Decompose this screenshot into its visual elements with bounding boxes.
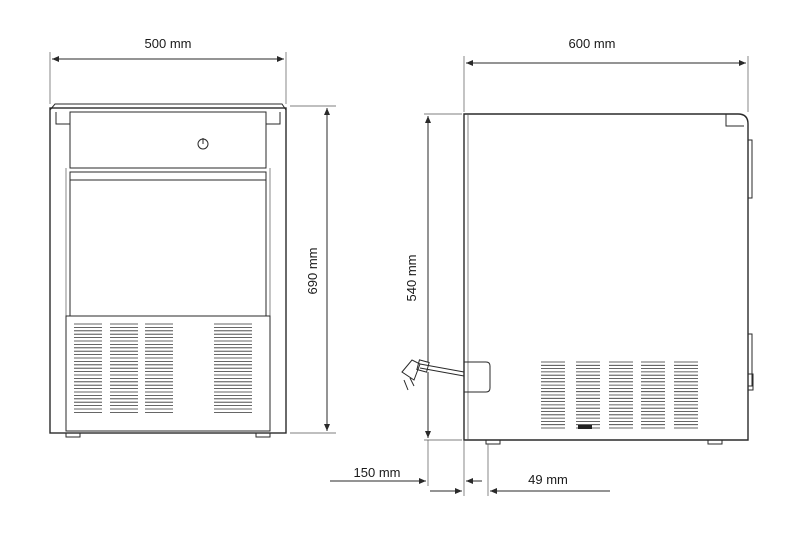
side-foot-left — [485, 439, 501, 445]
front-foot-left — [65, 432, 81, 438]
plug-icon — [401, 359, 465, 391]
dim-foot-offset: 49 mm — [430, 444, 610, 496]
side-height-label: 540 mm — [404, 255, 419, 302]
side-front-panel-bottom — [747, 333, 753, 387]
side-view — [463, 113, 754, 445]
front-door — [69, 179, 267, 317]
front-lid — [49, 103, 287, 111]
foot-offset-label: 49 mm — [528, 472, 568, 487]
front-height-label: 690 mm — [305, 248, 320, 295]
side-foot-right — [707, 439, 723, 445]
dim-front-width: 500 mm — [49, 36, 287, 104]
dim-hose-clearance: 150 mm — [330, 440, 482, 496]
front-foot-right — [255, 432, 271, 438]
front-lower-panel — [65, 315, 271, 432]
hose-clearance-label: 150 mm — [354, 465, 401, 480]
side-depth-label: 600 mm — [569, 36, 616, 51]
side-vent-grille — [541, 361, 698, 429]
front-vent-grille — [74, 323, 252, 413]
dim-side-height: 540 mm — [404, 113, 462, 441]
side-badge — [578, 425, 592, 429]
side-body-outline — [463, 113, 749, 441]
power-icon — [197, 138, 209, 150]
front-control-panel — [69, 111, 267, 169]
front-width-label: 500 mm — [145, 36, 192, 51]
side-front-panel-top — [747, 139, 753, 199]
dim-front-height: 690 mm — [290, 105, 336, 434]
side-hose-box — [464, 361, 491, 393]
front-body-outline — [49, 107, 287, 434]
dim-side-depth: 600 mm — [463, 36, 749, 112]
front-view — [49, 103, 287, 438]
front-door-handle — [69, 171, 267, 181]
